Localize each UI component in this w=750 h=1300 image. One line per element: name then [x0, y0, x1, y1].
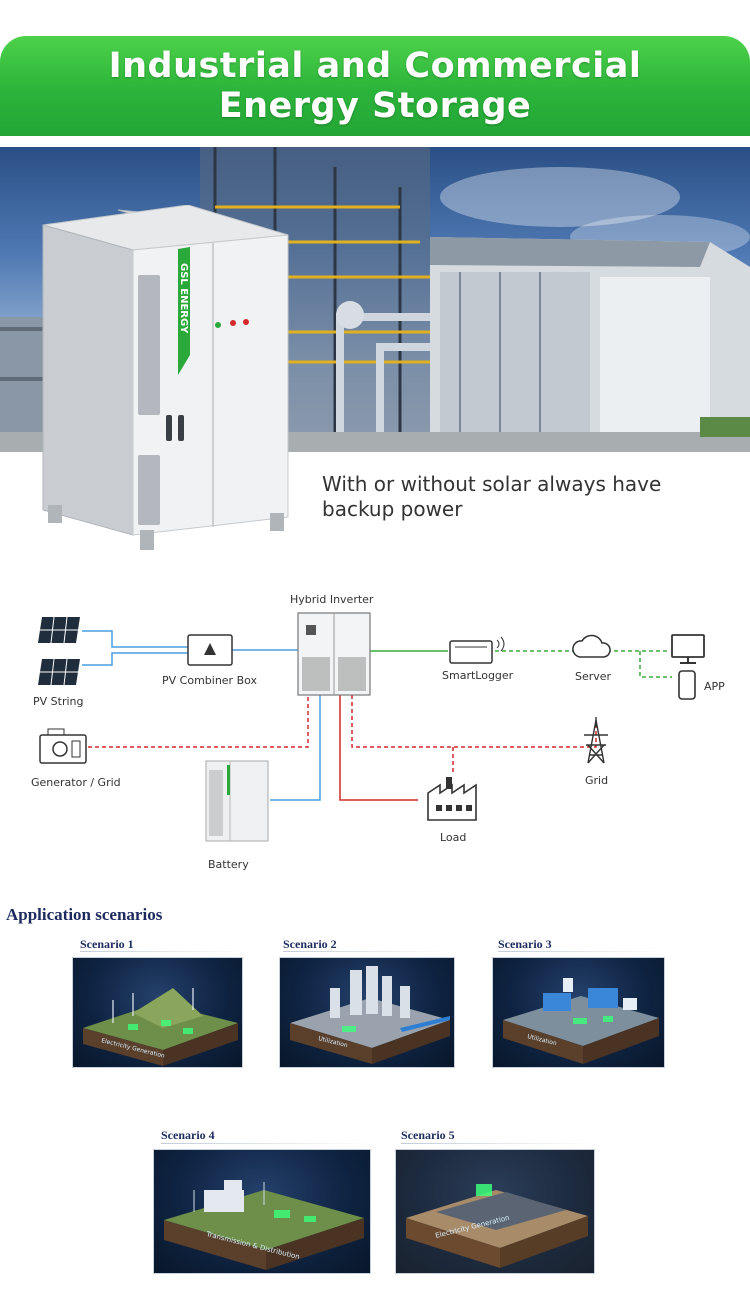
scenario-5-underline — [401, 1143, 594, 1144]
scenario-2-image: Utilization — [279, 957, 455, 1068]
server-label: Server — [575, 670, 612, 683]
scenario-4-underline — [161, 1143, 371, 1144]
hero-tagline: With or without solar always have backup… — [322, 472, 662, 521]
scenario-4-image: Transmission & Distribution — [153, 1149, 371, 1274]
scenario-3-underline — [498, 951, 664, 952]
banner-title-line1: Industrial and Commercial — [108, 46, 642, 86]
scenario-4-label: Scenario 4 — [161, 1128, 215, 1142]
battery-label: Battery — [208, 858, 249, 871]
scenario-3-label: Scenario 3 — [498, 937, 552, 951]
app-label: APP — [704, 680, 725, 693]
generator-grid-label: Generator / Grid — [31, 776, 121, 789]
cabinet-brand-label: GSL ENERGY — [178, 263, 189, 334]
scenario-1-label: Scenario 1 — [80, 937, 134, 951]
scenario-3-image: Utilization — [492, 957, 665, 1068]
application-scenarios-title: Application scenarios — [6, 905, 163, 924]
scenario-2-label: Scenario 2 — [283, 937, 337, 951]
smartlogger-label: SmartLogger — [442, 669, 514, 682]
system-diagram: Hybrid Inverter PV String PV Combiner Bo… — [0, 585, 750, 875]
pv-combiner-box-label: PV Combiner Box — [162, 674, 258, 687]
hero-plant-photo — [0, 147, 750, 452]
energy-storage-cabinet: GSL ENERGY — [42, 205, 289, 550]
title-banner: Industrial and Commercial Energy Storage — [0, 36, 750, 136]
pv-string-label: PV String — [33, 695, 84, 708]
scenario-1-underline — [80, 951, 245, 952]
grid-label: Grid — [585, 774, 609, 787]
banner-title-line2: Energy Storage — [218, 86, 532, 126]
pv-panel-icon — [38, 617, 80, 685]
scenario-1-image: Electricity Generation — [72, 957, 243, 1068]
scenario-2-underline — [283, 951, 453, 952]
hybrid-inverter-label: Hybrid Inverter — [290, 593, 374, 606]
scenario-5-image: Electricity Generation — [395, 1149, 595, 1274]
scenario-5-label: Scenario 5 — [401, 1128, 455, 1142]
load-label: Load — [440, 831, 467, 844]
